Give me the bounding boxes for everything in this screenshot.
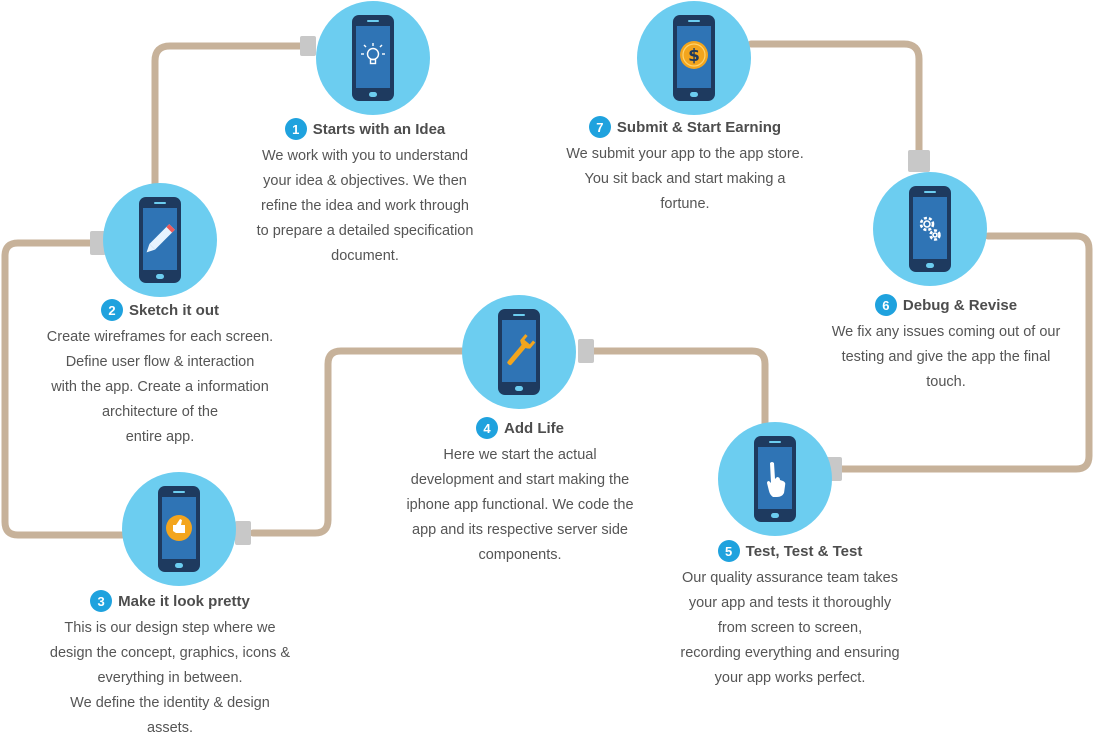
step-6-heading: 6 Debug & Revise <box>808 294 1084 316</box>
step-title: Debug & Revise <box>902 296 1018 314</box>
thumbs-up-icon <box>166 515 192 541</box>
step-1-text: 1 Starts with an Idea We work with you t… <box>233 118 497 269</box>
step-6-node <box>873 172 987 286</box>
step-description: We fix any issues coming out of our test… <box>831 324 1061 390</box>
plug-1 <box>300 36 316 56</box>
step-4-heading: 4 Add Life <box>385 417 655 439</box>
step-1-heading: 1 Starts with an Idea <box>233 118 497 140</box>
step-7-heading: 7 Submit & Start Earning <box>540 116 830 138</box>
plug-4 <box>578 339 594 363</box>
phone-icon <box>352 15 394 101</box>
step-2-text: 2 Sketch it out Create wireframes for ea… <box>20 299 300 450</box>
step-5-text: 5 Test, Test & Test Our quality assuranc… <box>650 540 930 691</box>
step-number-badge: 7 <box>588 116 611 138</box>
step-3-node <box>122 472 236 586</box>
step-6-text: 6 Debug & Revise We fix any issues comin… <box>808 294 1084 395</box>
step-3-heading: 3 Make it look pretty <box>25 590 315 612</box>
step-title: Test, Test & Test <box>745 542 863 560</box>
step-title: Submit & Start Earning <box>616 118 782 136</box>
phone-icon <box>909 186 951 272</box>
phone-icon <box>754 436 796 522</box>
step-3-text: 3 Make it look pretty This is our design… <box>25 590 315 741</box>
phone-icon <box>158 486 200 572</box>
step-number-badge: 4 <box>476 417 498 439</box>
plug-2 <box>90 231 106 255</box>
step-description: Create wireframes for each screen. Defin… <box>46 329 274 445</box>
gears-icon <box>919 216 941 241</box>
wire-5-6 <box>838 232 1093 473</box>
dollar-coin-icon: $ <box>680 41 708 69</box>
step-4-text: 4 Add Life Here we start the actual deve… <box>385 417 655 568</box>
step-title: Add Life <box>504 419 564 437</box>
plug-6 <box>908 150 930 172</box>
pencil-icon <box>146 224 175 253</box>
step-number-badge: 1 <box>284 118 307 140</box>
wire-6-7 <box>747 40 923 156</box>
step-7-node: $ <box>637 1 751 115</box>
step-4-node <box>462 295 576 409</box>
phone-icon <box>139 197 181 283</box>
plug-3 <box>235 521 251 545</box>
step-title: Starts with an Idea <box>312 120 446 138</box>
hand-pointer-icon <box>767 462 786 497</box>
step-2-node <box>103 183 217 297</box>
step-7-text: 7 Submit & Start Earning We submit your … <box>540 116 830 217</box>
step-description: We work with you to understand your idea… <box>256 148 474 264</box>
step-number-badge: 3 <box>90 590 113 612</box>
step-title: Make it look pretty <box>118 592 250 610</box>
step-description: This is our design step where we design … <box>49 620 291 736</box>
lightbulb-icon <box>361 43 385 65</box>
step-5-heading: 5 Test, Test & Test <box>650 540 930 562</box>
step-5-node <box>718 422 832 536</box>
wire-1-2 <box>151 42 304 191</box>
wire-3-4 <box>249 347 466 537</box>
step-2-heading: 2 Sketch it out <box>20 299 300 321</box>
step-number-badge: 6 <box>874 294 897 316</box>
step-description: Our quality assurance team takes your ap… <box>680 570 900 686</box>
step-number-badge: 5 <box>717 540 740 562</box>
wrench-icon <box>507 334 536 366</box>
step-number-badge: 2 <box>100 299 123 321</box>
wire-2-3 <box>1 239 128 539</box>
wire-4-5 <box>589 347 769 429</box>
step-description: We submit your app to the app store. You… <box>566 146 804 212</box>
phone-icon <box>498 309 540 395</box>
step-1-node <box>316 1 430 115</box>
step-description: Here we start the actual development and… <box>406 447 634 563</box>
svg-text:$: $ <box>688 46 700 66</box>
phone-icon: $ <box>673 15 715 101</box>
step-title: Sketch it out <box>128 301 219 319</box>
